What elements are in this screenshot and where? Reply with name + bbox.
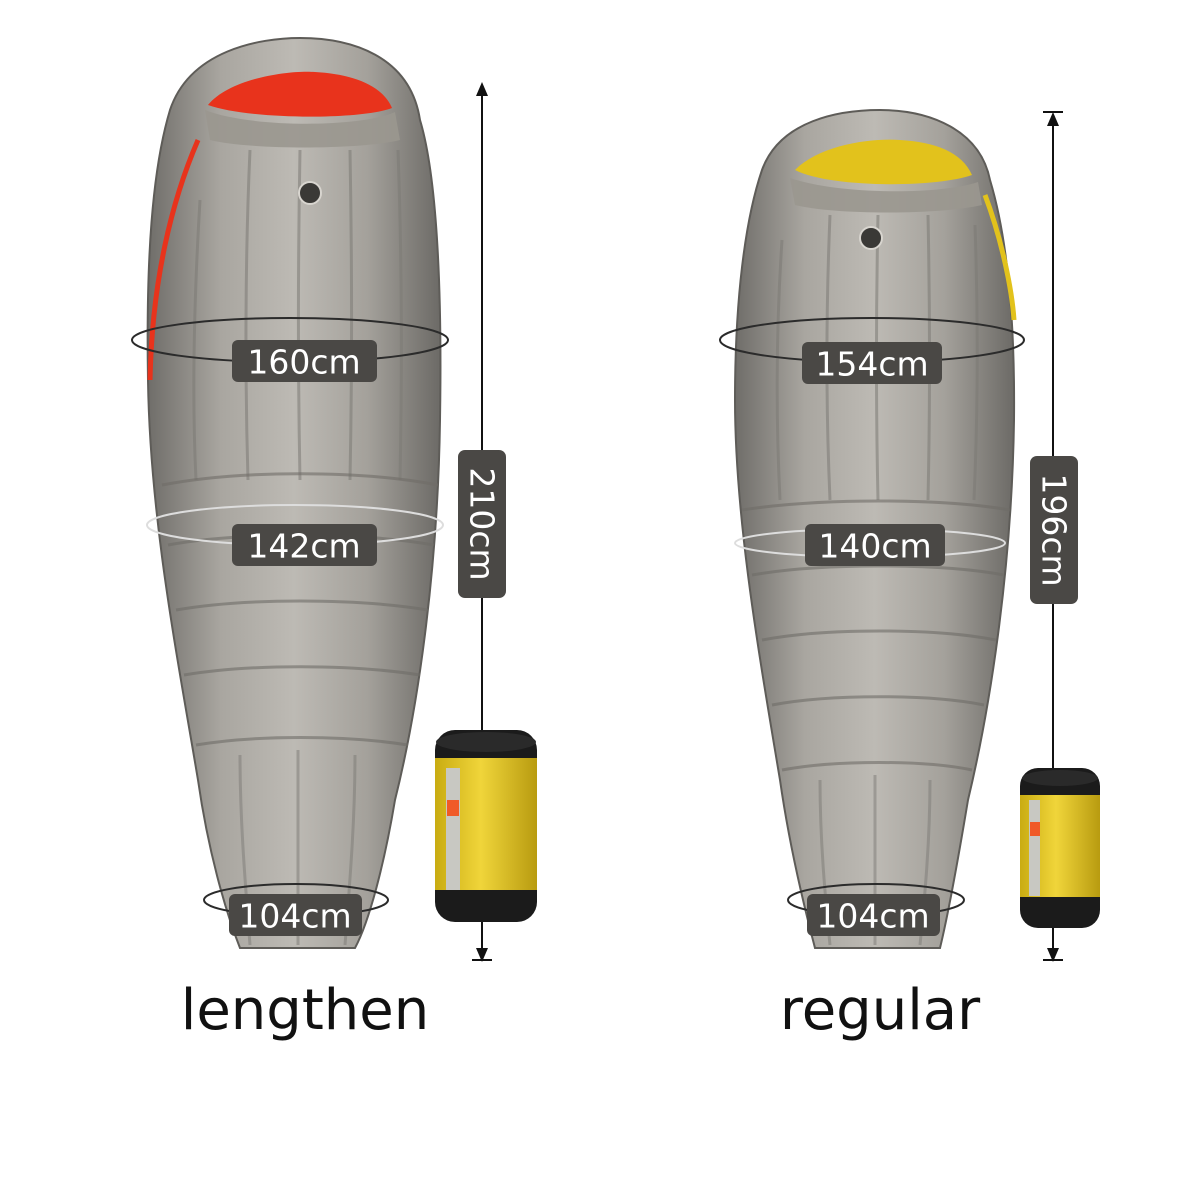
measure-labels-regular: 154cm 140cm 104cm xyxy=(802,342,945,936)
hood-opening xyxy=(795,139,972,185)
side-zipper xyxy=(982,194,1017,321)
stuff-sack-lengthen xyxy=(435,730,537,922)
side-zipper xyxy=(147,139,201,381)
sleeping-bag-shell xyxy=(146,36,442,949)
hip-label: 142cm xyxy=(247,527,360,566)
foot-label: 104cm xyxy=(816,897,929,936)
hood-opening xyxy=(208,71,392,117)
hip-label: 140cm xyxy=(818,527,931,566)
shoulder-label: 160cm xyxy=(247,343,360,382)
hood-collar xyxy=(205,110,400,148)
sleeping-bag-lengthen xyxy=(131,36,449,949)
length-dimension-regular: 196cm xyxy=(1030,111,1078,962)
stuff-sack-regular xyxy=(1020,768,1100,928)
measure-labels-lengthen: 160cm 142cm 104cm xyxy=(229,340,377,936)
length-label: 196cm xyxy=(1035,473,1074,586)
brand-logo-icon xyxy=(859,226,883,250)
shoulder-label: 154cm xyxy=(815,345,928,384)
hood-collar xyxy=(790,178,982,213)
length-dimension-lengthen: 210cm xyxy=(458,82,506,962)
caption-lengthen: lengthen xyxy=(180,978,430,1043)
brand-logo-icon xyxy=(298,181,322,205)
foot-label: 104cm xyxy=(238,897,351,936)
length-label: 210cm xyxy=(463,467,502,580)
caption-regular: regular xyxy=(779,978,981,1043)
